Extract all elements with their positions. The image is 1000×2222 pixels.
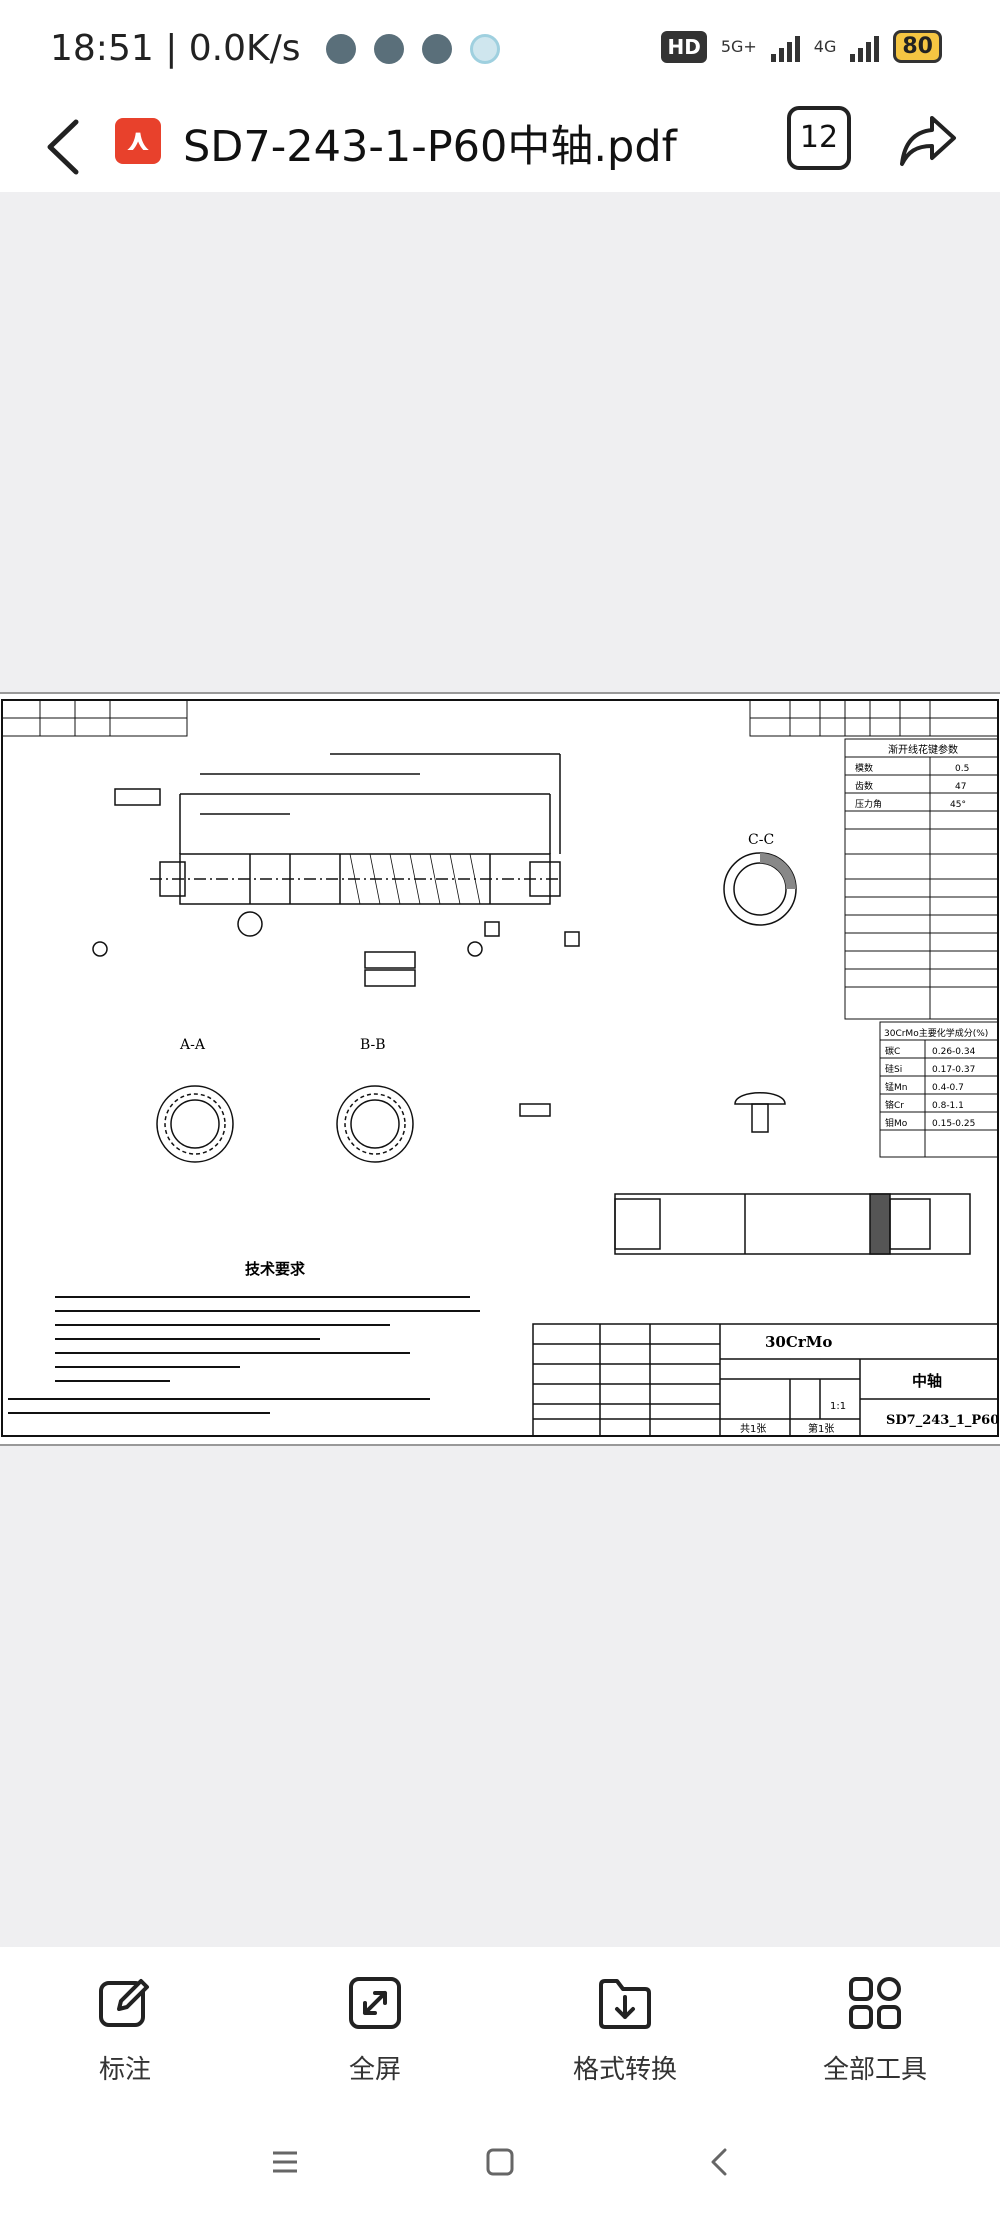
revision-table xyxy=(1,699,188,737)
section-b-b xyxy=(336,1085,414,1163)
toolbar-label: 全部工具 xyxy=(822,2055,927,2085)
detail-view xyxy=(519,1092,786,1133)
status-bar: 18:51 | 0.0K/s HD 5G+ 4G 80 xyxy=(0,0,1000,100)
composition-heading: 30CrMo主要化学成分(%) xyxy=(884,1027,988,1039)
menu-icon[interactable] xyxy=(270,2147,300,2177)
drawing-number: SD7_243_1_P60 xyxy=(886,1413,999,1428)
all-tools-icon xyxy=(849,1977,901,2029)
toolbar-label: 格式转换 xyxy=(572,2055,677,2085)
section-a-a xyxy=(156,1085,234,1163)
svg-text:0.8-1.1: 0.8-1.1 xyxy=(932,1101,964,1111)
network-type: 5G+ xyxy=(720,36,757,56)
sheet-number: 第1张 xyxy=(808,1422,834,1435)
section-c-c xyxy=(723,852,797,926)
battery-icon: 80 xyxy=(893,30,942,63)
alarm-icon xyxy=(326,34,356,64)
hd-badge: HD xyxy=(661,30,707,63)
network-type: 4G xyxy=(813,36,837,56)
svg-text:45°: 45° xyxy=(950,800,966,810)
back-icon[interactable] xyxy=(705,2147,735,2177)
svg-text:0.26-0.34: 0.26-0.34 xyxy=(932,1047,976,1057)
notification-icons xyxy=(326,34,500,64)
svg-text:钼Mo: 钼Mo xyxy=(885,1117,908,1129)
section-label: A-A xyxy=(179,1037,206,1053)
status-time: 18:51 | 0.0K/s xyxy=(50,28,301,69)
section-label: C-C xyxy=(748,832,774,848)
spline-param-table xyxy=(844,738,999,1020)
tech-requirements-heading: 技术要求 xyxy=(245,1260,306,1278)
toolbar-label: 标注 xyxy=(98,2055,151,2085)
share-icon[interactable] xyxy=(896,108,960,172)
bottom-toolbar: 标注 全屏 格式转换 全部工具 xyxy=(0,1947,1000,2107)
svg-text:模数: 模数 xyxy=(855,762,873,774)
signal-icon xyxy=(850,32,880,62)
convert-button[interactable]: 格式转换 xyxy=(500,1947,750,2107)
svg-text:0.15-0.25: 0.15-0.25 xyxy=(932,1119,975,1129)
app-header: ⋏ SD7-243-1-P60中轴.pdf 12 xyxy=(0,100,1000,192)
svg-text:压力角: 压力角 xyxy=(855,798,882,810)
document-viewer[interactable]: C-C 渐开线花键参数 模数 0.5 xyxy=(0,192,1000,1947)
svg-text:0.5: 0.5 xyxy=(955,764,969,774)
svg-text:锰Mn: 锰Mn xyxy=(885,1081,907,1093)
shaft-main-view xyxy=(92,753,580,987)
convert-icon xyxy=(599,1979,651,2029)
app-notification-icon xyxy=(470,34,500,64)
fullscreen-button[interactable]: 全屏 xyxy=(250,1947,500,2107)
signal-icon xyxy=(770,32,800,62)
app-notification-icon xyxy=(422,34,452,64)
page-count-button[interactable]: 12 xyxy=(787,106,851,170)
system-nav-bar xyxy=(0,2107,1000,2222)
shaft-3d-view xyxy=(614,1193,971,1255)
annotate-icon xyxy=(99,1979,149,2027)
pdf-file-icon: ⋏ xyxy=(115,118,161,164)
material-name: 30CrMo xyxy=(765,1333,832,1351)
svg-text:0.17-0.37: 0.17-0.37 xyxy=(932,1065,975,1075)
svg-text:齿数: 齿数 xyxy=(855,780,873,792)
all-tools-button[interactable]: 全部工具 xyxy=(750,1947,1000,2107)
svg-text:47: 47 xyxy=(955,782,966,792)
status-right: HD 5G+ 4G 80 xyxy=(661,30,942,63)
app-notification-icon xyxy=(374,34,404,64)
chevron-left-icon[interactable] xyxy=(40,112,90,182)
svg-text:0.4-0.7: 0.4-0.7 xyxy=(932,1083,964,1093)
document-title: SD7-243-1-P60中轴.pdf xyxy=(183,122,677,172)
section-label: B-B xyxy=(360,1037,386,1053)
svg-text:铬Cr: 铬Cr xyxy=(885,1099,904,1111)
engineering-drawing: C-C 渐开线花键参数 模数 0.5 xyxy=(1,699,999,1437)
svg-text:碳C: 碳C xyxy=(885,1045,900,1057)
svg-text:硅Si: 硅Si xyxy=(885,1063,902,1075)
toolbar-label: 全屏 xyxy=(348,2055,401,2085)
tolerance-table xyxy=(749,699,999,737)
fullscreen-icon xyxy=(349,1977,401,2029)
part-name: 中轴 xyxy=(912,1372,942,1390)
spline-table-heading: 渐开线花键参数 xyxy=(888,743,958,756)
scale: 1:1 xyxy=(830,1401,846,1412)
composition-table xyxy=(879,1021,999,1158)
sheets-total: 共1张 xyxy=(740,1423,766,1435)
pdf-page[interactable]: C-C 渐开线花键参数 模数 0.5 xyxy=(0,692,1000,1446)
annotate-button[interactable]: 标注 xyxy=(0,1947,250,2107)
home-icon[interactable] xyxy=(485,2147,515,2177)
tech-requirements-text xyxy=(8,1296,480,1414)
title-block xyxy=(532,1323,999,1437)
